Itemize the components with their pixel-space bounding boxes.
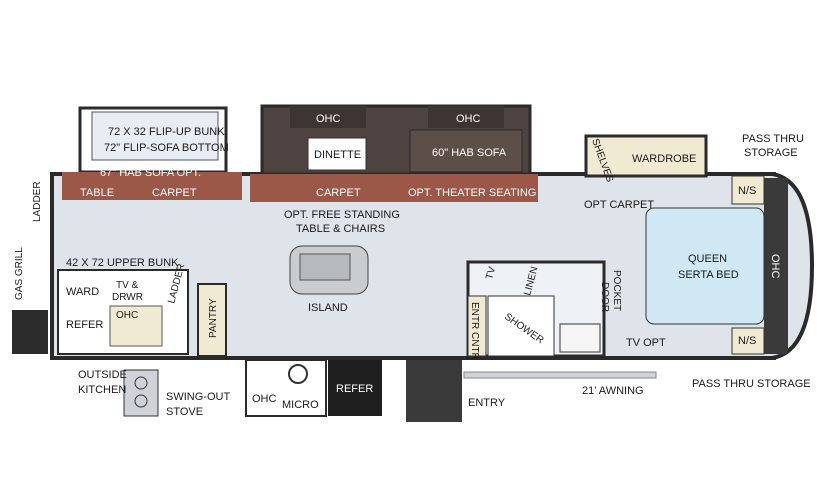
ns-top-box [731, 175, 765, 205]
bunk-mattress [91, 111, 219, 161]
ns-top-label: N/S [738, 185, 756, 197]
island-label: ISLAND [308, 302, 348, 314]
carpet-left-label: CARPET [152, 187, 197, 199]
bunk-top-line2: 72" FLIP-SOFA BOTTOM [104, 142, 229, 154]
ward-label: WARD [66, 286, 99, 298]
island-sink [299, 253, 351, 281]
gas-grill [12, 310, 48, 354]
queen-bed [645, 207, 765, 325]
swing-out-2: STOVE [166, 406, 203, 418]
awning-label: 21' AWNING [582, 385, 644, 397]
bottom-kitchen [245, 359, 327, 417]
gas-grill-label: GAS GRILL [14, 247, 25, 300]
ns-bottom-box [731, 327, 765, 355]
theater-label: OPT. THEATER SEATING [408, 187, 536, 199]
refer-bottom [328, 360, 382, 416]
stove-burner [288, 364, 308, 384]
pantry-label: PANTRY [208, 298, 219, 338]
dinette-ohc [290, 106, 366, 128]
dinette-table [307, 137, 367, 171]
carpet-mid-label: CARPET [316, 187, 361, 199]
carpet-strip-left [62, 172, 242, 200]
micro-label: MICRO [282, 399, 319, 411]
tv-opt-label: TV OPT [626, 337, 666, 349]
queen-2-label: SERTA BED [678, 269, 739, 281]
pass-thru-top-2: STORAGE [744, 147, 798, 159]
pantry [197, 283, 227, 357]
burner-2 [134, 394, 148, 408]
tv-drwr-2: DRWR [112, 292, 143, 303]
dinette-label: DINETTE [314, 149, 361, 161]
wardrobe-label: WARDROBE [632, 153, 696, 165]
pass-thru-top-1: PASS THRU [742, 133, 804, 145]
ohc-kitchen: OHC [116, 310, 138, 321]
kitchen-counter [109, 305, 163, 347]
outside-kitchen-1: OUTSIDE [78, 369, 127, 381]
entr-cntr-label: ENTR CNTR [469, 302, 480, 360]
hab-sofa-opt: 67" HAB SOFA OPT. [100, 167, 201, 179]
lavatory [559, 323, 601, 353]
free-standing-1: OPT. FREE STANDING [284, 209, 400, 221]
hab-sofa [409, 129, 523, 173]
awning-line [463, 371, 657, 379]
hab-sofa-60-label: 60" HAB SOFA [432, 147, 507, 159]
table-label: TABLE [80, 187, 114, 199]
free-standing-2: TABLE & CHAIRS [296, 223, 385, 235]
entry-label: ENTRY [468, 397, 506, 409]
entry-steps [406, 360, 462, 422]
entr-cntr [467, 295, 487, 357]
sofa-ohc [428, 106, 504, 128]
swing-out-1: SWING-OUT [166, 391, 230, 403]
ohc-dinette-label: OHC [316, 113, 341, 125]
queen-1-label: QUEEN [688, 253, 727, 265]
ladder-outside: LADDER [32, 181, 43, 222]
refer-bottom-label: REFER [336, 383, 373, 395]
ohc-bottom-label: OHC [252, 393, 277, 405]
outside-kitchen-2: KITCHEN [78, 384, 126, 396]
opt-carpet-label: OPT CARPET [584, 199, 654, 211]
ohc-bed-label: OHC [769, 254, 781, 279]
wardrobe-slide [584, 134, 708, 178]
outside-kitchen-box [123, 369, 159, 417]
front-ohc-strip [764, 178, 788, 354]
tv-drwr-1: TV & [116, 280, 139, 291]
tv-bath-label: TV [484, 265, 498, 281]
refer-left: REFER [66, 319, 103, 331]
ohc-sofa-label: OHC [456, 113, 481, 125]
burner-1 [134, 376, 148, 390]
carpet-strip-mid [250, 174, 538, 202]
pass-thru-bottom: PASS THRU STORAGE [692, 378, 811, 390]
pocket-1: POCKET [611, 270, 622, 311]
ns-bottom-label: N/S [738, 335, 756, 347]
shower [487, 295, 555, 357]
bunk-top-line1: 72 X 32 FLIP-UP BUNK [108, 126, 225, 138]
upper-bunk-label: 42 X 72 UPPER BUNK [66, 257, 179, 269]
pocket-2: DOOR [599, 282, 610, 312]
